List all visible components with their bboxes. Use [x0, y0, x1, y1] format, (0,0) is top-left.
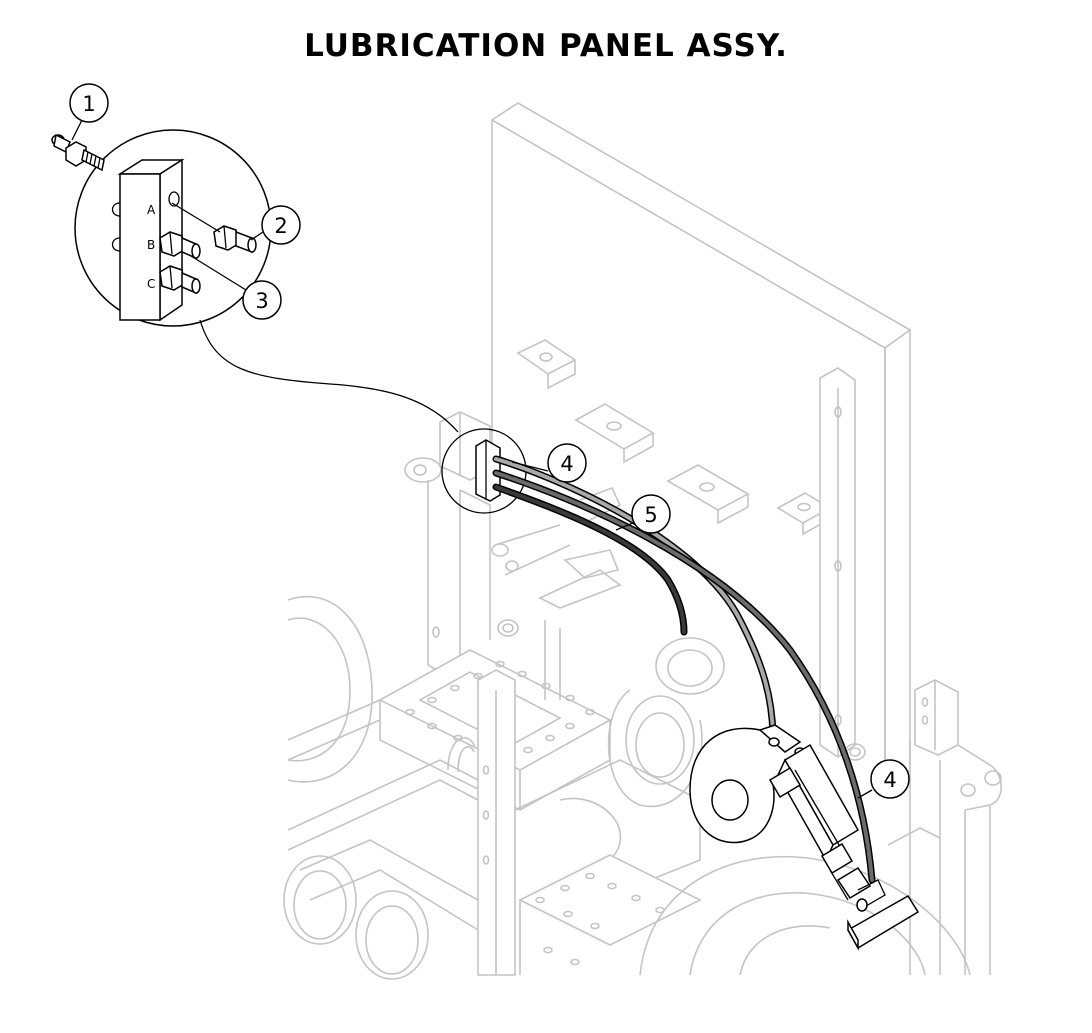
callout-1: 1 [69, 83, 109, 123]
fitting-port-b [159, 231, 201, 260]
cylinder-assembly [689, 724, 920, 951]
leader-3 [190, 255, 247, 291]
bottom-left-holes [283, 855, 429, 980]
panel-left-edge [491, 120, 501, 471]
panel-top-edge [490, 102, 912, 349]
lubrication-hoses [492, 455, 876, 884]
svg-text:1: 1 [82, 92, 95, 116]
fitting-port-c [159, 265, 201, 295]
handle [447, 737, 476, 771]
manifold-front [119, 173, 161, 321]
large-drum [639, 855, 971, 976]
svg-text:3: 3 [255, 289, 268, 313]
svg-text:5: 5 [644, 503, 657, 527]
callout-4-lower: 4 [857, 759, 910, 799]
svg-text:4: 4 [883, 768, 896, 792]
leader-1 [71, 119, 83, 141]
callout-3: 3 [242, 280, 282, 320]
callout-5: 5 [615, 494, 671, 534]
right-hinge-block [914, 679, 959, 756]
detail-view: A B C [51, 119, 459, 433]
port-a-hole [168, 191, 180, 207]
grease-fitting-1 [51, 133, 105, 172]
diagram-title: LUBRICATION PANEL ASSY. [304, 28, 788, 64]
panel-side-edge [884, 328, 911, 792]
machine-background [283, 102, 1003, 980]
hose-light [494, 457, 775, 737]
callout-2: 2 [261, 205, 301, 245]
port-label-b: B [147, 238, 155, 252]
panel-brackets [516, 339, 832, 536]
lower-perforated-plate [518, 854, 702, 946]
svg-text:2: 2 [274, 214, 287, 238]
plate-holes [405, 660, 595, 754]
svg-text:4: 4 [560, 452, 573, 476]
port-label-c: C [147, 277, 155, 291]
leader-port-a [171, 202, 221, 233]
callout-4-upper: 4 [511, 443, 587, 483]
port-label-a: A [147, 203, 156, 217]
detail-connector-line [199, 319, 459, 433]
hose-dark [494, 485, 686, 634]
left-drum [287, 595, 373, 783]
